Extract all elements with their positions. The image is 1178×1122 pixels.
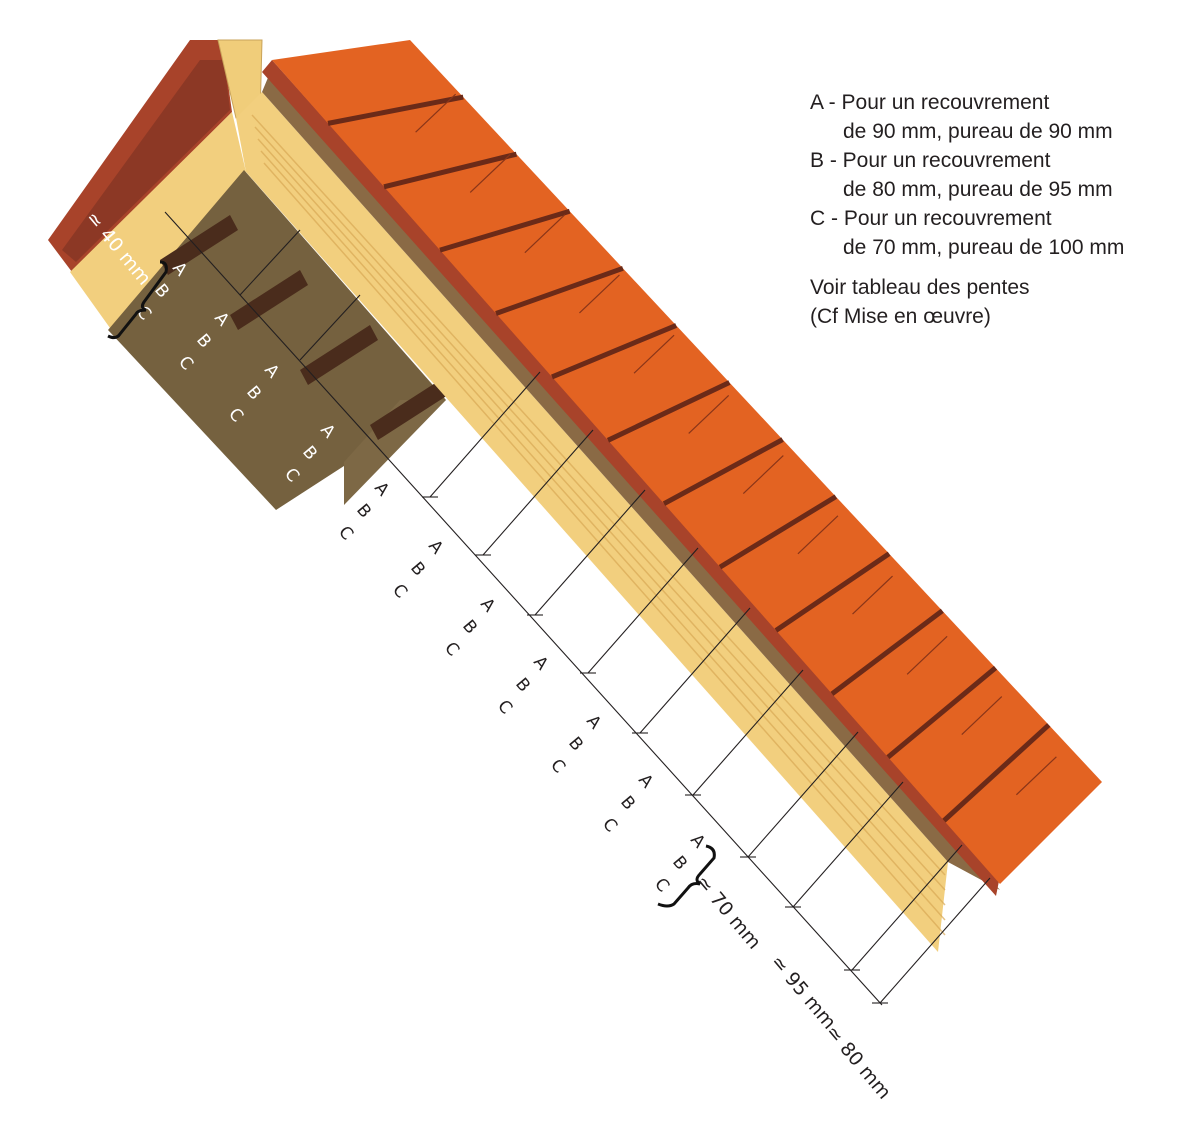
- tile-joint: [906, 635, 948, 675]
- gable-slat: [160, 215, 238, 275]
- tile-joint: [415, 93, 457, 133]
- batten-letter-a: A: [582, 711, 605, 733]
- grain-line: [257, 138, 946, 906]
- dimension-80mm: ≃ 80 mm: [821, 1021, 895, 1103]
- batten-letter-b: B: [406, 558, 429, 580]
- tile-joint: [1015, 756, 1057, 796]
- legend-b-title: B - Pour un recouvrement: [810, 149, 1051, 172]
- gauge-perpendicular: [299, 294, 361, 361]
- batten-letter-b: B: [458, 616, 481, 638]
- legend-b-detail: de 80 mm, pureau de 95 mm: [843, 178, 1113, 201]
- batten-letter-c: C: [650, 874, 673, 896]
- tile-course-line: [774, 551, 891, 633]
- gauge-perpendicular: [692, 669, 804, 796]
- batten-letter-a: A: [424, 536, 447, 558]
- batten-letter-a: A: [476, 594, 499, 616]
- gable-slats: [160, 215, 448, 440]
- gable-slat: [370, 380, 448, 440]
- tile-joint: [633, 334, 675, 374]
- batten-letter-b: B: [564, 733, 587, 755]
- tile-joint: [742, 455, 784, 495]
- gable-slat: [230, 270, 308, 330]
- grain-line: [260, 150, 946, 921]
- tile-course-line: [439, 208, 571, 253]
- batten-letter-c: C: [493, 696, 516, 718]
- rafter-grain: [251, 114, 946, 936]
- gauge-main-line: [164, 211, 883, 1006]
- tile-course-line: [718, 494, 838, 570]
- batten-letter-b: B: [511, 674, 534, 696]
- left-rafter: [70, 112, 246, 335]
- batten-letter-b: B: [668, 852, 691, 874]
- gauge-perpendicular: [534, 489, 646, 616]
- batten-letter-a: A: [686, 830, 709, 852]
- legend-c-detail: de 70 mm, pureau de 100 mm: [843, 236, 1125, 259]
- gauge-perpendicular: [429, 371, 541, 498]
- gauge-perpendicular: [587, 547, 699, 674]
- batten-letter-a: A: [529, 652, 552, 674]
- batten-letter-c: C: [598, 814, 621, 836]
- tile-joint: [852, 575, 893, 615]
- grain-line: [254, 126, 946, 891]
- tile-course-line: [606, 380, 731, 443]
- tile-course-line: [495, 265, 624, 316]
- gauge-perpendicular: [639, 607, 751, 734]
- tile-courses: [327, 93, 1057, 823]
- gable-slat: [300, 325, 378, 385]
- legend-a-title: A - Pour un recouvrement: [810, 91, 1050, 114]
- tile-edge: [262, 60, 1000, 896]
- batten-letter-b: B: [616, 792, 639, 814]
- batten-letter-a: A: [370, 478, 393, 500]
- gauge-perpendicular: [851, 844, 963, 971]
- legend: A - Pour un recouvrement de 90 mm, purea…: [810, 88, 1124, 331]
- gauge-perpendicular: [747, 731, 859, 858]
- dimension-95mm: ≃ 95 mm: [766, 951, 840, 1033]
- tile-course-line: [383, 151, 518, 190]
- tile-course-line: [662, 437, 784, 506]
- gauge-perpendicular: [239, 229, 301, 296]
- tile-joint: [579, 274, 620, 314]
- legend-note-1: Voir tableau des pentes: [810, 276, 1030, 299]
- gable-wall-lower: [344, 400, 446, 505]
- legend-note-2: (Cf Mise en œuvre): [810, 305, 991, 328]
- tile-joint: [688, 394, 730, 434]
- batten-letter-a: A: [634, 770, 657, 792]
- grain-line: [251, 114, 946, 876]
- batten-letter-b: B: [352, 500, 375, 522]
- legend-c-title: C - Pour un recouvrement: [810, 207, 1052, 230]
- tile-joint: [961, 696, 1003, 735]
- tile-course-line: [327, 94, 464, 126]
- batten-letter-c: C: [546, 755, 569, 777]
- batten-letter-c: C: [388, 580, 411, 602]
- gauge-perpendicular: [879, 877, 991, 1004]
- tile-course-line: [551, 323, 678, 380]
- batten-gauge-lines: [164, 211, 991, 1006]
- gauge-perpendicular: [482, 429, 594, 556]
- grain-line: [263, 162, 946, 936]
- tile-field: [272, 40, 1102, 884]
- brace-bottom: [657, 844, 716, 908]
- tile-course-line: [830, 608, 944, 696]
- batten-letter-c: C: [440, 638, 463, 660]
- tile-course-line: [886, 665, 998, 760]
- tile-joint: [524, 214, 566, 254]
- left-tile-edge: [48, 40, 232, 272]
- gauge-perpendicular: [792, 781, 904, 908]
- left-tile-shadow: [62, 60, 230, 262]
- brace-top: [107, 260, 168, 340]
- dimension-70mm: ≃ 70 mm: [691, 871, 765, 953]
- tile-joint: [469, 154, 511, 193]
- legend-a-detail: de 90 mm, pureau de 90 mm: [843, 120, 1113, 143]
- tile-course-line: [942, 723, 1051, 823]
- batten-letter-c: C: [334, 522, 357, 544]
- tile-joint: [797, 515, 839, 555]
